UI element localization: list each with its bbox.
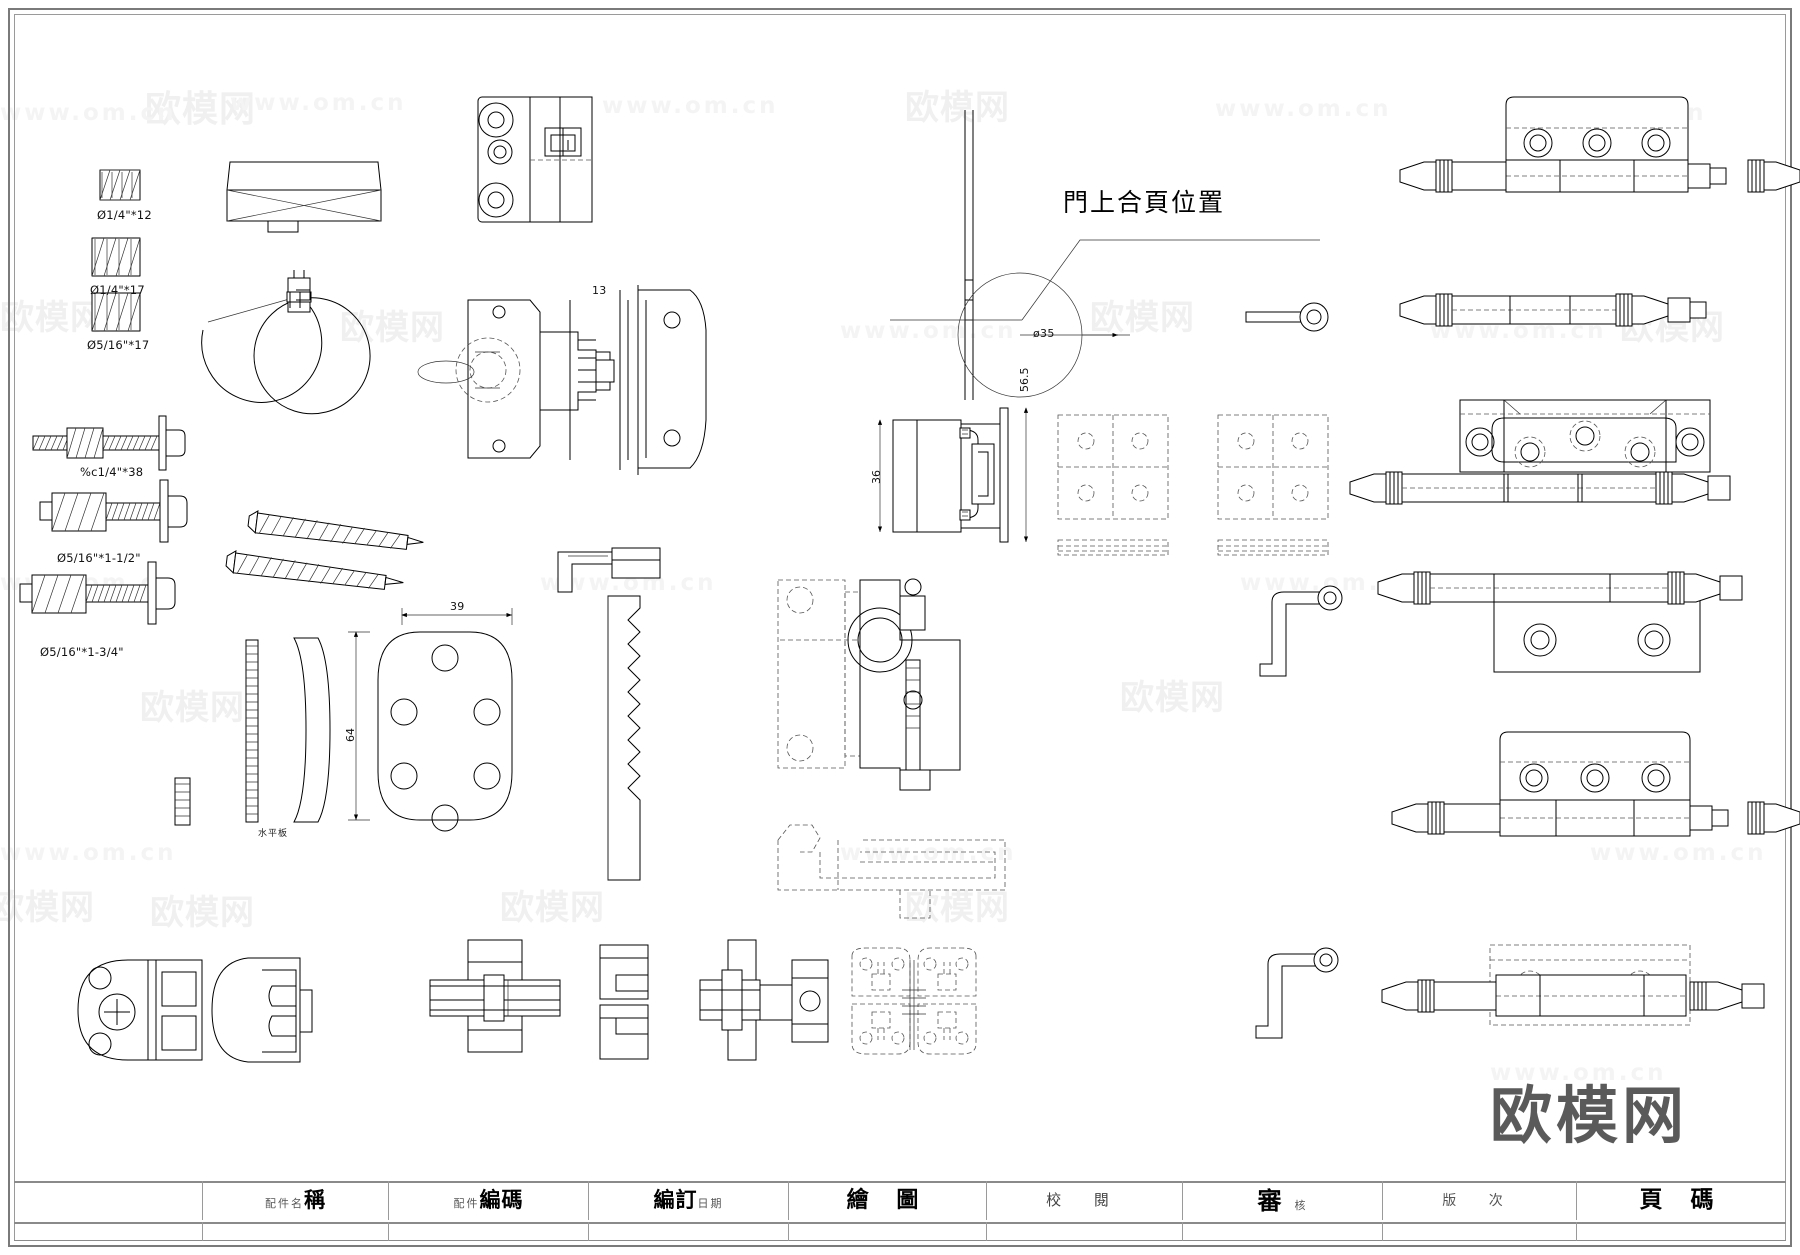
dim-rail-h36: 36: [870, 470, 883, 484]
tb-value-drawn-by[interactable]: [788, 1222, 986, 1241]
dim-insert-3: Ø5/16"*17: [87, 338, 150, 352]
dim-insert-1: Ø1/4"*12: [97, 208, 152, 222]
dim-bore-dia: ø35: [1033, 327, 1055, 340]
tb-label-page-number: 頁 碼: [1639, 1187, 1724, 1213]
tb-header-page-number: 頁 碼: [1576, 1181, 1786, 1220]
tb-header-drawn-by: 繪 圖: [788, 1181, 986, 1220]
sheet-frame-inner: [14, 14, 1786, 1241]
tb-header-approved-by: 審核: [1182, 1181, 1382, 1220]
tb-label-part-name: 配件名稱: [265, 1188, 326, 1212]
label-level-plate: 水平板: [258, 829, 289, 839]
watermark-logo-large: 欧模网: [1490, 1079, 1689, 1152]
callout-hinge-position: 門上合頁位置: [1063, 188, 1226, 217]
sheet-frame-outer: [8, 8, 1792, 1247]
tb-label-checked-by: 校 閱: [1046, 1191, 1123, 1209]
tb-header-part-name: 配件名稱: [202, 1181, 388, 1220]
dim-insert-2: Ø1/4"*17: [90, 283, 145, 297]
tb-header-part-code: 配件編碼: [388, 1181, 588, 1220]
tb-label-approved-by: 審核: [1257, 1186, 1308, 1215]
tb-value-page-number[interactable]: [1576, 1222, 1786, 1241]
dim-screw-3: Ø5/16"*1-3/4": [40, 645, 124, 659]
dim-screw-2: Ø5/16"*1-1/2": [57, 551, 141, 565]
dim-screw-1: %c1/4"*38: [80, 465, 144, 479]
tb-header-checked-by: 校 閱: [986, 1181, 1182, 1220]
tb-label-revision: 版 次: [1442, 1192, 1517, 1209]
title-block: 配件名稱 配件編碼 編訂日期 繪 圖 校 閱 審核: [14, 1181, 1786, 1241]
tb-header-issue-date: 編訂日期: [588, 1181, 788, 1220]
tb-label-drawn-by: 繪 圖: [846, 1187, 929, 1213]
tb-header-revision: 版 次: [1382, 1181, 1576, 1220]
tb-label-issue-date: 編訂日期: [653, 1188, 724, 1212]
tb-value-checked-by[interactable]: [986, 1222, 1182, 1241]
tb-value-part-name[interactable]: [202, 1222, 388, 1241]
dim-rail-offset: 13: [592, 284, 607, 297]
dim-plate-width: 39: [450, 600, 465, 613]
dim-rail-h565: 56.5: [1018, 367, 1031, 393]
tb-value-part-code[interactable]: [388, 1222, 588, 1241]
tb-value-revision[interactable]: [1382, 1222, 1576, 1241]
dim-plate-height: 64: [344, 728, 357, 742]
tb-value-approved-by[interactable]: [1182, 1222, 1382, 1241]
title-block-grid: 配件名稱 配件編碼 編訂日期 繪 圖 校 閱 審核: [14, 1181, 1786, 1241]
tb-value-issue-date[interactable]: [588, 1222, 788, 1241]
tb-label-part-code: 配件編碼: [453, 1188, 524, 1212]
